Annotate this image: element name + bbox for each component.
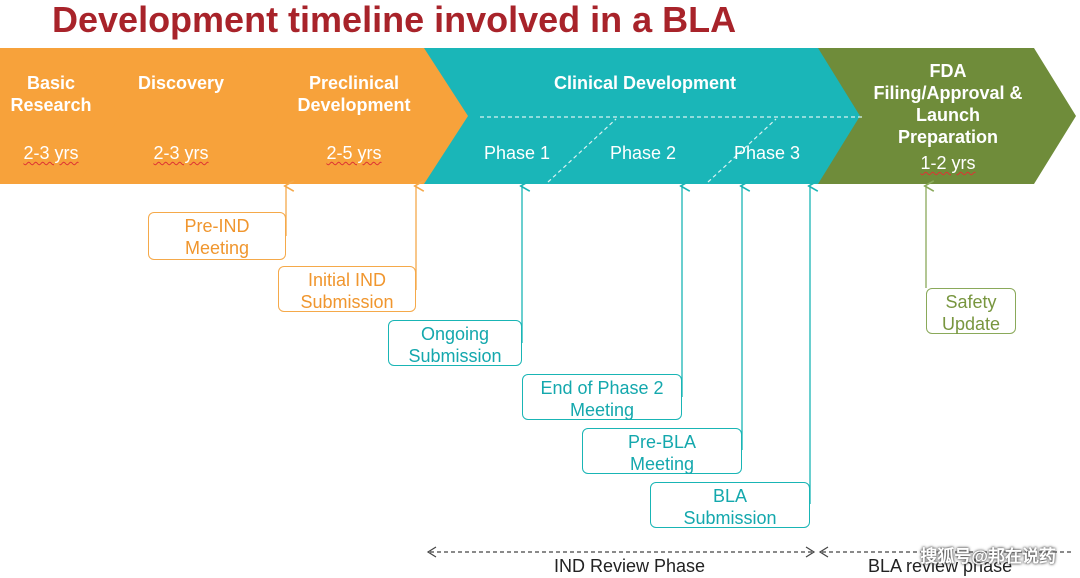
page-title: Development timeline involved in a BLA (52, 0, 737, 40)
stage-discovery-duration: 2-3 yrs (153, 143, 209, 163)
milestone-pre-ind: Pre-IND Meeting (148, 212, 286, 260)
stage-fda-name: FDA Filing/Approval & Launch Preparation (873, 61, 1023, 147)
stage-basic-name: Basic Research (10, 73, 92, 115)
phase-2-label: Phase 2 (609, 143, 677, 163)
milestone-bla-submission: BLA Submission (650, 482, 810, 528)
watermark: 搜狐号@邦在说药 (920, 547, 1056, 566)
phase-3-label: Phase 3 (733, 143, 801, 163)
bla-review-arrow (818, 546, 1072, 558)
stage-fda-duration: 1-2 yrs (920, 153, 976, 173)
chevron-discovery (78, 48, 280, 184)
bla-review-label: BLA review phase (868, 556, 1013, 576)
stage-preclinical-name: Preclinical Development (297, 73, 411, 115)
stage-preclinical-duration: 2-5 yrs (326, 143, 382, 163)
stage-clinical-name: Clinical Development (553, 73, 737, 93)
ind-review-label: IND Review Phase (554, 556, 706, 576)
chevron-basic-research (0, 48, 130, 184)
milestone-initial-ind: Initial IND Submission (278, 266, 416, 312)
stage-discovery-name: Discovery (137, 73, 225, 93)
chevron-clinical (424, 48, 866, 184)
chevron-preclinical (236, 48, 474, 184)
phase-1-label: Phase 1 (483, 143, 551, 163)
milestone-pre-bla: Pre-BLA Meeting (582, 428, 742, 474)
stage-basic-duration: 2-3 yrs (23, 143, 79, 163)
milestone-safety-update: Safety Update (926, 288, 1016, 334)
ind-review-arrow (426, 546, 816, 558)
milestone-end-phase2: End of Phase 2 Meeting (522, 374, 682, 420)
milestone-ongoing: Ongoing Submission (388, 320, 522, 366)
chevron-fda (818, 48, 1076, 184)
